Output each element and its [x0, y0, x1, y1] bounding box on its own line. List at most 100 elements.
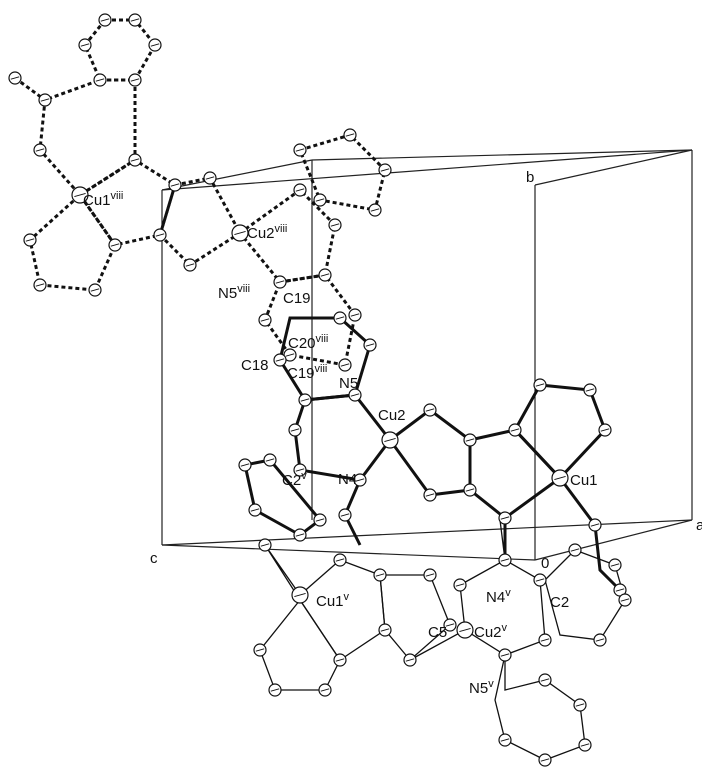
solid-ring-4 [513, 383, 607, 481]
solid-ring-1 [293, 393, 392, 482]
atom-75-ellipsoid-line [540, 638, 550, 642]
atom-14-ellipsoid-line [90, 288, 100, 292]
atom-9-ellipsoid-line [130, 158, 140, 162]
atom-44-ellipsoid-line [465, 488, 475, 492]
atom-42-ellipsoid-line [425, 408, 435, 412]
atom-65-ellipsoid-line [335, 658, 345, 662]
dashed-ring-3 [28, 192, 117, 292]
atom-31-ellipsoid-line [285, 353, 295, 357]
open-ring-2 [379, 574, 451, 661]
atom-36-ellipsoid-line [300, 398, 310, 402]
atom-78-ellipsoid-line [540, 678, 550, 682]
atom-64-ellipsoid-line [380, 628, 390, 632]
atom-22-ellipsoid-line [320, 273, 330, 277]
open-bond-bridge [409, 629, 466, 661]
atom-47-ellipsoid-line [554, 475, 566, 481]
atom-35-ellipsoid-line [350, 393, 360, 397]
atom-71-ellipsoid-line [405, 658, 415, 662]
atom-20-ellipsoid-line [295, 188, 305, 192]
atom-52-ellipsoid-line [590, 523, 600, 527]
label-cu1-v: Cu1v [316, 591, 350, 610]
atom-49-ellipsoid-line [535, 383, 545, 387]
atom-56-ellipsoid-line [315, 518, 325, 522]
atom-5-ellipsoid-line [80, 43, 90, 47]
atom-62-ellipsoid-line [335, 558, 345, 562]
atom-3-ellipsoid-line [130, 78, 140, 82]
atom-33-ellipsoid-line [335, 316, 345, 320]
atom-15-ellipsoid-line [35, 283, 45, 287]
atom-45-ellipsoid-line [425, 493, 435, 497]
dashed-ring-0 [83, 18, 157, 82]
atom-46-ellipsoid-line [510, 428, 520, 432]
atom-79-ellipsoid-line [575, 703, 585, 707]
solid-bonds [243, 316, 622, 592]
atom-39-ellipsoid-line [355, 478, 365, 482]
dashed-ring-4 [158, 176, 242, 267]
atom-10-ellipsoid-line [74, 192, 86, 198]
atom-72-ellipsoid-line [455, 583, 465, 587]
atom-43-ellipsoid-line [465, 438, 475, 442]
atoms [8, 13, 632, 767]
atom-83-ellipsoid-line [570, 548, 580, 552]
label-cu2-v: Cu2v [474, 622, 508, 641]
label-c18: C18 [241, 357, 269, 374]
label-c19-viii: C19viii [287, 363, 327, 382]
label-c19: C19 [283, 290, 311, 307]
atom-63-ellipsoid-line [375, 573, 385, 577]
atom-24-ellipsoid-line [295, 148, 305, 152]
atom-2-ellipsoid-line [150, 43, 160, 47]
axis-label-a: a [696, 517, 702, 534]
atom-70-ellipsoid-line [445, 623, 455, 627]
label-n5: N5 [339, 375, 358, 392]
atom-82-ellipsoid-line [500, 738, 510, 742]
atom-7-ellipsoid-line [10, 76, 20, 80]
atom-68-ellipsoid-line [320, 688, 330, 692]
atom-81-ellipsoid-line [540, 758, 550, 762]
open-ring-6 [499, 519, 506, 561]
atom-6-ellipsoid-line [40, 98, 50, 102]
atom-17-ellipsoid-line [205, 176, 215, 180]
atom-84-ellipsoid-line [610, 563, 620, 567]
solid-bond-tail [558, 477, 622, 592]
atom-53-ellipsoid-line [615, 588, 625, 592]
atom-27-ellipsoid-line [370, 208, 380, 212]
atom-69-ellipsoid-line [425, 573, 435, 577]
atom-76-ellipsoid-line [500, 653, 510, 657]
dashed-ring-5 [237, 188, 337, 284]
atom-25-ellipsoid-line [345, 133, 355, 137]
atom-38-ellipsoid-line [384, 437, 396, 443]
label-n4: N4 [338, 471, 357, 488]
atom-34-ellipsoid-line [365, 343, 375, 347]
solid-ring-3 [468, 428, 563, 520]
dashed-ring-6 [297, 133, 387, 212]
atom-77-ellipsoid-line [459, 627, 471, 633]
atom-74-ellipsoid-line [535, 578, 545, 582]
atom-4-ellipsoid-line [95, 78, 105, 82]
atom-29-ellipsoid-line [350, 313, 360, 317]
atom-40-ellipsoid-line [295, 468, 305, 472]
label-cu2-viii: Cu2viii [247, 223, 287, 242]
atom-66-ellipsoid-line [255, 648, 265, 652]
atom-8-ellipsoid-line [35, 148, 45, 152]
atom-51-ellipsoid-line [600, 428, 610, 432]
atom-59-ellipsoid-line [340, 513, 350, 517]
label-cu2: Cu2 [378, 407, 406, 424]
atom-26-ellipsoid-line [380, 168, 390, 172]
atom-13-ellipsoid-line [110, 243, 120, 247]
label-n5-v: N5v [469, 678, 494, 697]
atom-86-ellipsoid-line [595, 638, 605, 642]
dashed-ring-1 [38, 78, 137, 197]
atom-54-ellipsoid-line [240, 463, 250, 467]
label-n4-v: N4v [486, 587, 511, 606]
label-c20-viii: C20viii [288, 333, 328, 352]
atom-12-ellipsoid-line [155, 233, 165, 237]
atom-67-ellipsoid-line [270, 688, 280, 692]
atom-16-ellipsoid-line [25, 238, 35, 242]
atom-30-ellipsoid-line [340, 363, 350, 367]
atom-48-ellipsoid-line [500, 516, 510, 520]
label-cu1: Cu1 [570, 472, 598, 489]
label-cu1-viii: Cu1viii [83, 190, 123, 209]
label-c2: C2 [550, 594, 569, 611]
